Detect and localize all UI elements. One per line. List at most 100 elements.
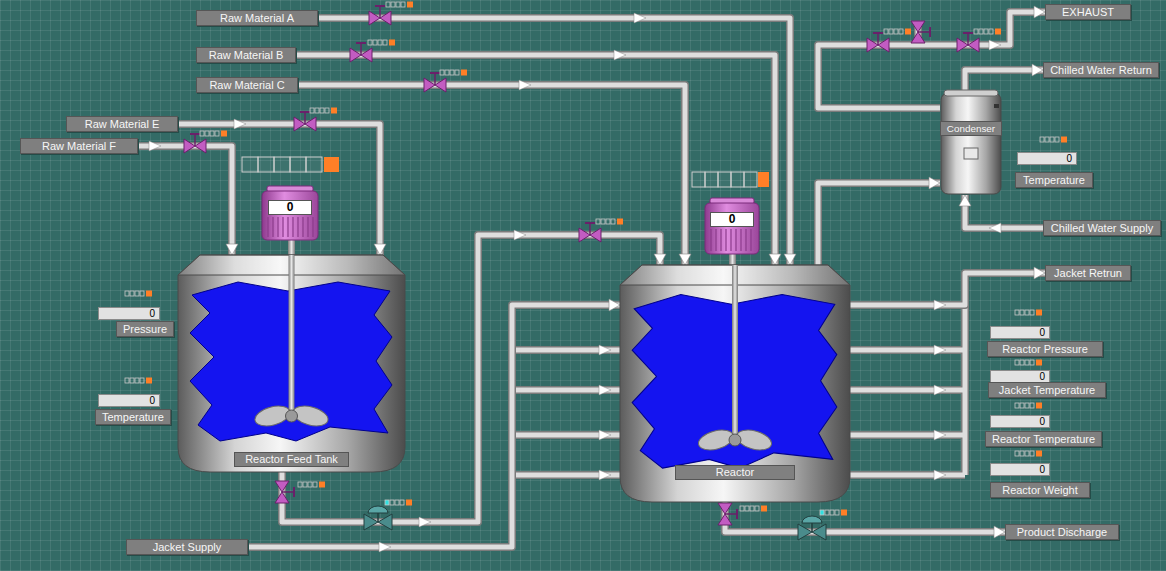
tag-label: Reactor Weight bbox=[1002, 484, 1078, 496]
vessel: Reactor Feed Tank bbox=[178, 255, 405, 472]
motor-shaft bbox=[288, 240, 295, 256]
flow-arrow bbox=[934, 470, 946, 480]
vessel: Reactor bbox=[620, 265, 850, 502]
valve-status bbox=[386, 2, 413, 8]
flow-arrow bbox=[989, 223, 1001, 233]
motor-rib bbox=[272, 217, 273, 237]
motor-body bbox=[262, 191, 318, 240]
flow-arrow bbox=[149, 141, 161, 151]
vessel-name: Condenser bbox=[940, 121, 1002, 136]
display-value: 0 bbox=[149, 395, 155, 406]
instrument-status bbox=[125, 291, 152, 297]
flow-arrow bbox=[379, 542, 391, 552]
flow-arrow bbox=[934, 430, 946, 440]
motor-status-bar bbox=[242, 157, 339, 172]
tag-label: Pressure bbox=[123, 323, 167, 335]
status-alarm bbox=[324, 157, 339, 172]
flow-arrow bbox=[934, 385, 946, 395]
tag-label: Temperature bbox=[102, 411, 164, 423]
tag-label: Temperature bbox=[1023, 174, 1085, 186]
pipe-fill bbox=[850, 273, 1045, 305]
tag-label: Raw Material B bbox=[209, 49, 284, 61]
instrument-status bbox=[1015, 360, 1042, 366]
arrow-head bbox=[784, 254, 796, 265]
control-valve-status bbox=[385, 500, 412, 506]
flow-arrow bbox=[599, 430, 611, 440]
pipe-connector bbox=[138, 146, 238, 255]
pipe-outline bbox=[138, 146, 232, 255]
pipe-outline bbox=[850, 273, 1045, 305]
control-valve-status bbox=[820, 510, 847, 516]
condenser-vessel: Condenser bbox=[940, 90, 1002, 195]
motor-rib bbox=[302, 217, 303, 237]
motor-body bbox=[705, 203, 759, 254]
pipe-outline bbox=[965, 195, 1043, 228]
tag-label: Chilled Water Supply bbox=[1051, 222, 1153, 234]
value-display: 0 bbox=[990, 326, 1050, 339]
display-value: 0 bbox=[149, 308, 155, 319]
motor-rib bbox=[307, 217, 308, 237]
condenser-outline bbox=[940, 90, 1002, 195]
tag-label: Jacket Temperature bbox=[999, 384, 1095, 396]
impeller-hub bbox=[729, 434, 741, 446]
stream-tag: Reactor Pressure bbox=[987, 341, 1103, 357]
valve-status bbox=[596, 219, 623, 225]
manual-valve bbox=[424, 73, 446, 92]
display-value: 0 bbox=[1039, 371, 1045, 382]
vessel-name: Reactor bbox=[675, 465, 795, 480]
sight-glass bbox=[964, 148, 978, 159]
valve-status bbox=[974, 29, 1001, 35]
stream-tag: Jacket Retrun bbox=[1045, 265, 1131, 281]
tag-label: Product Discharge bbox=[1017, 526, 1108, 538]
pipe-outline bbox=[965, 70, 1043, 90]
pipe-outline bbox=[725, 502, 1005, 532]
value-display: 0 bbox=[990, 415, 1050, 428]
instrument-status bbox=[1015, 310, 1042, 316]
stream-tag: Chilled Water Return bbox=[1043, 62, 1159, 78]
pipe-outline bbox=[512, 22, 965, 475]
tag-label: Raw Material E bbox=[85, 118, 160, 130]
pipe-connector bbox=[818, 177, 940, 265]
stream-tag: Temperature bbox=[95, 409, 171, 425]
instrument-status bbox=[1015, 451, 1042, 457]
motor-rib bbox=[720, 229, 721, 251]
flow-arrow bbox=[234, 119, 246, 129]
stream-tag: Jacket Supply bbox=[126, 539, 248, 555]
tag-label: Reactor Pressure bbox=[1002, 343, 1088, 355]
arrow-head bbox=[654, 254, 666, 265]
pipe-outline bbox=[818, 183, 940, 265]
flow-arrow bbox=[519, 80, 531, 90]
manual-valve bbox=[184, 134, 206, 153]
instrument-status bbox=[1040, 137, 1067, 143]
arrow-head bbox=[929, 177, 940, 189]
stream-tag: Raw Material C bbox=[196, 77, 298, 93]
tag-label: Reactor Temperature bbox=[992, 433, 1095, 445]
arrow-head bbox=[959, 195, 971, 206]
tag-label: Jacket Retrun bbox=[1054, 267, 1122, 279]
tag-label: EXHAUST bbox=[1062, 6, 1114, 18]
motor-rib bbox=[725, 229, 726, 251]
pipe-fill bbox=[965, 195, 1043, 228]
status-segment bbox=[744, 172, 757, 187]
valve-status bbox=[368, 40, 395, 46]
impeller-hub bbox=[286, 410, 298, 422]
flow-arrow bbox=[934, 345, 946, 355]
control-valve bbox=[798, 516, 826, 540]
stream-tag: Chilled Water Supply bbox=[1043, 220, 1161, 236]
arrow-head bbox=[679, 254, 691, 265]
stream-tag: Raw Material A bbox=[196, 10, 318, 26]
instrument-status bbox=[125, 378, 152, 384]
stream-tag: Temperature bbox=[1015, 172, 1093, 188]
tag-label: Jacket Supply bbox=[153, 541, 221, 553]
arrow-head bbox=[609, 299, 620, 311]
valve-status bbox=[740, 506, 767, 512]
stream-tag: Product Discharge bbox=[1005, 524, 1119, 540]
agitator-shaft bbox=[289, 255, 295, 416]
pipe-connector bbox=[725, 502, 1005, 538]
stream-tag: Jacket Temperature bbox=[988, 382, 1106, 398]
manual-valve bbox=[294, 112, 316, 131]
outlet-valve bbox=[275, 481, 294, 503]
condenser-shell bbox=[941, 93, 1001, 194]
stream-tag: Raw Material B bbox=[196, 47, 296, 63]
